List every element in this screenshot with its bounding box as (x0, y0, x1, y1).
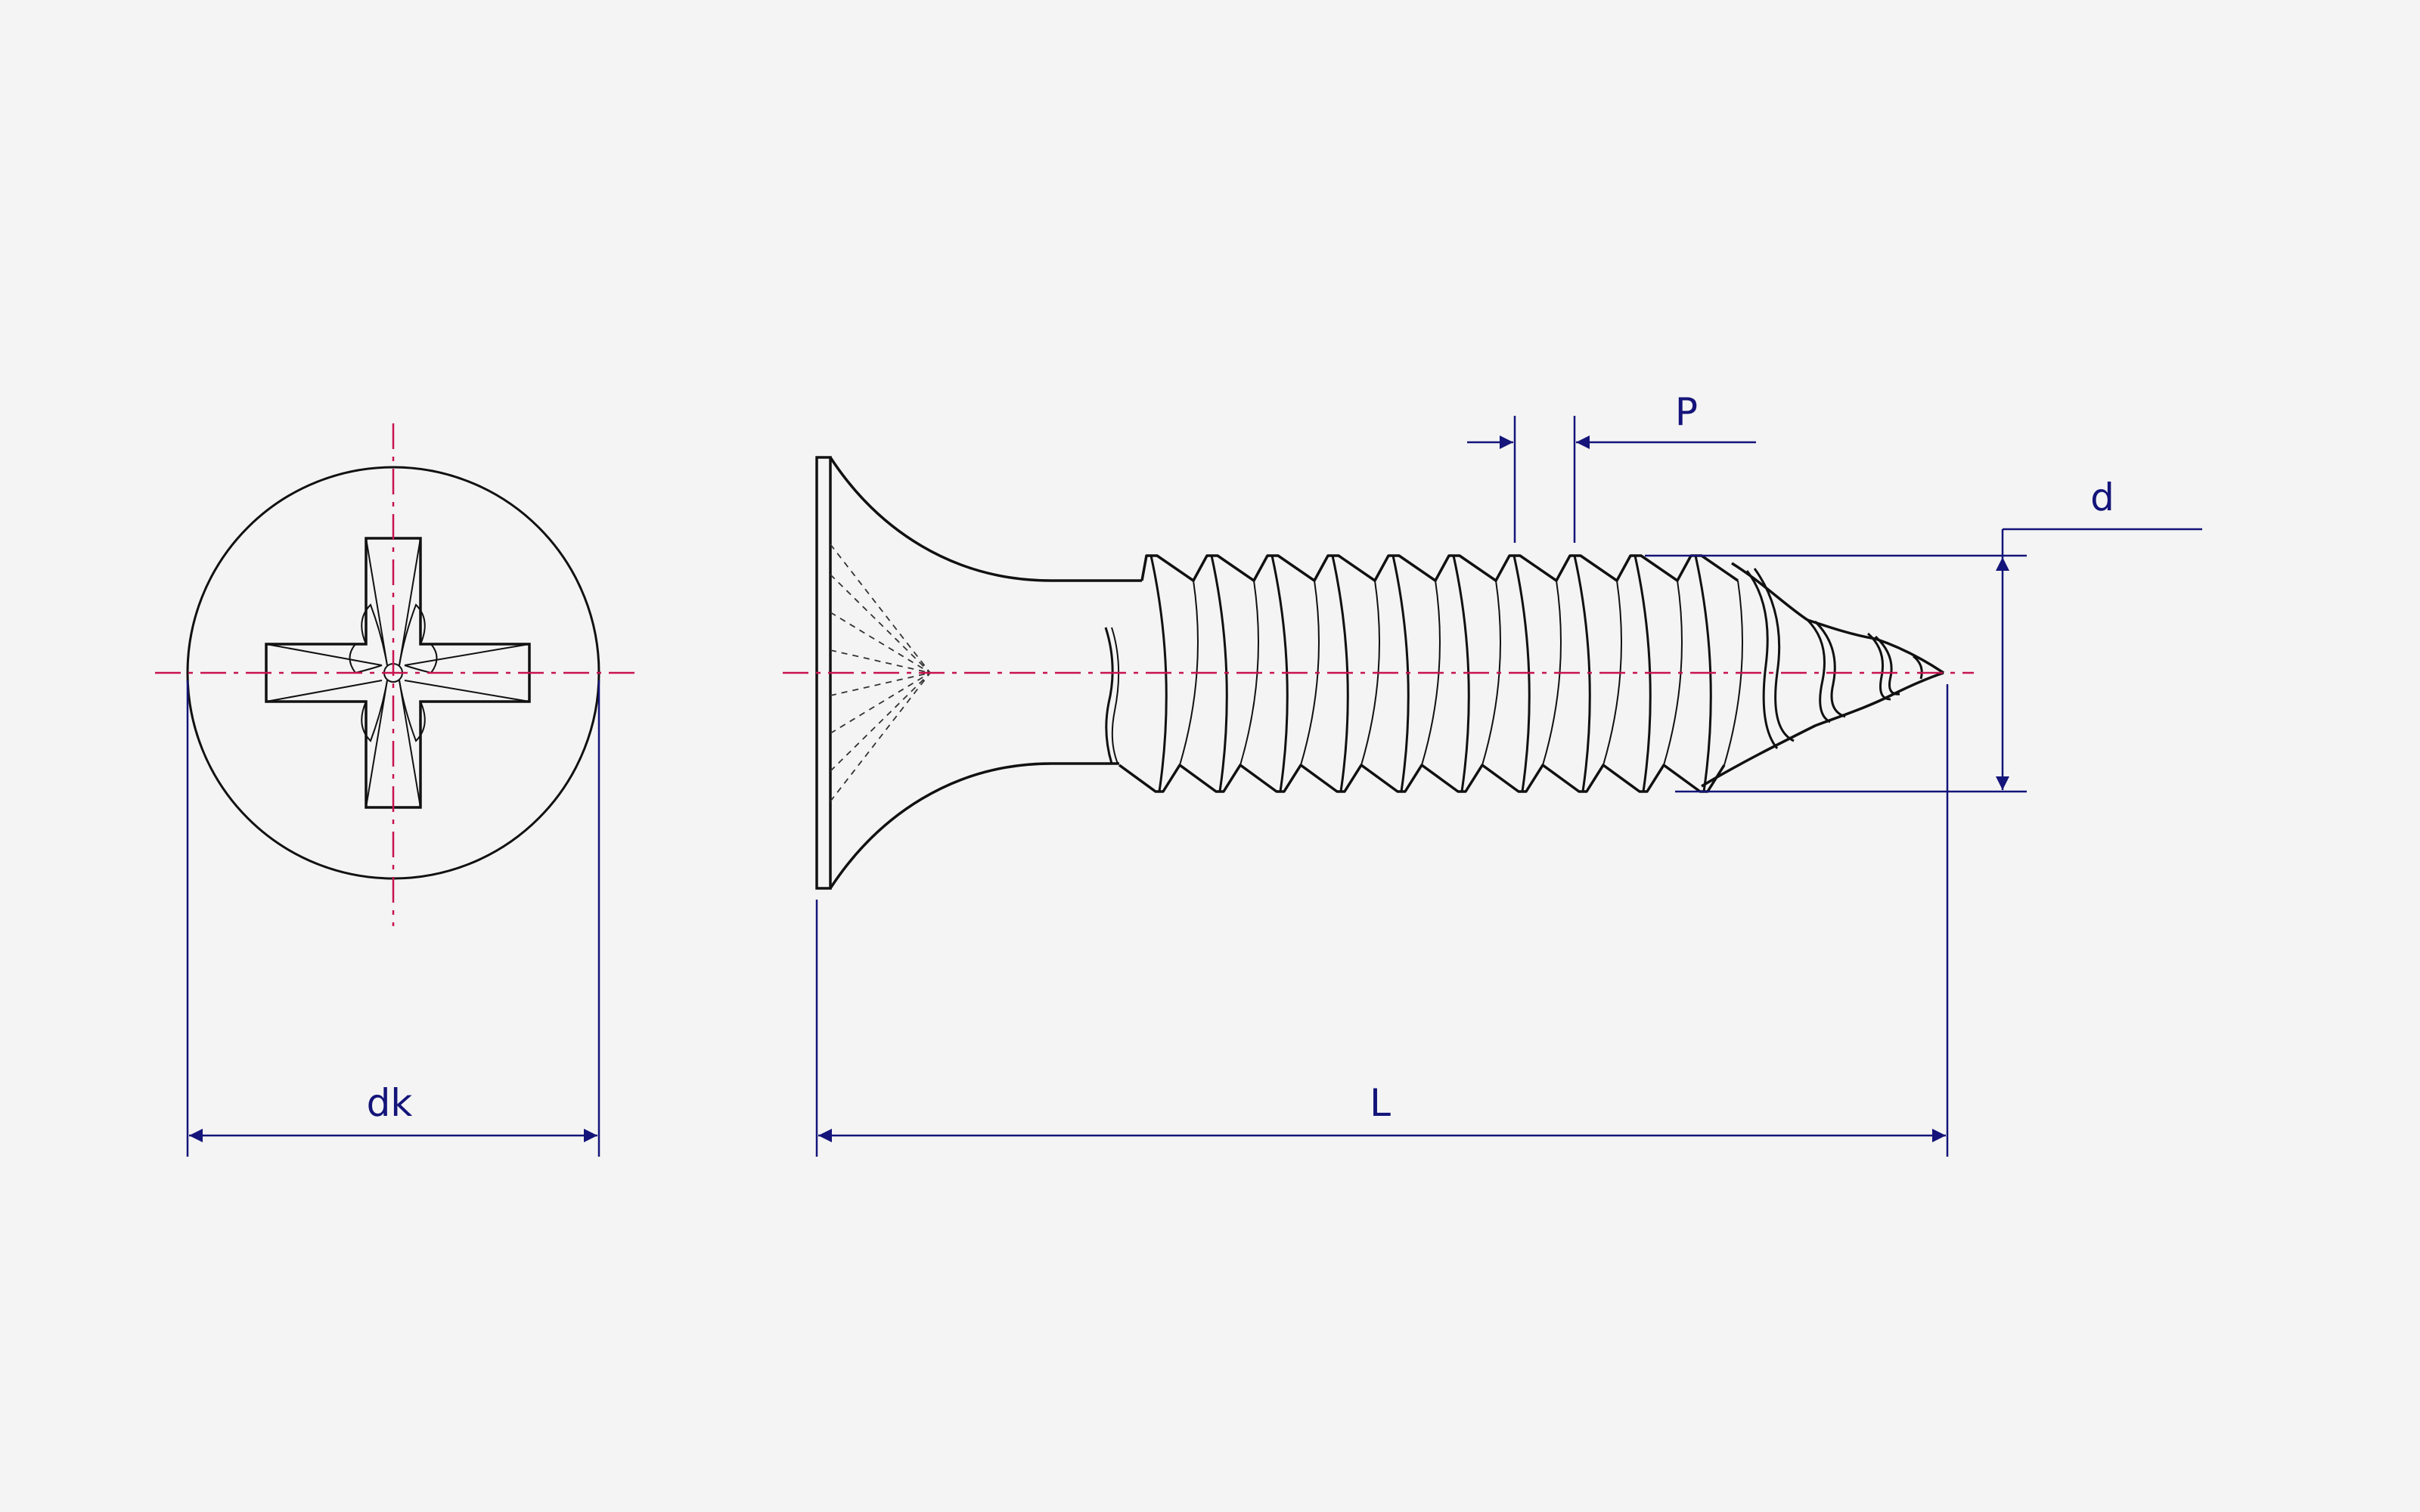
screw-side-view: L P d (783, 390, 2202, 1157)
d-label: d (2090, 476, 2114, 519)
recess-hidden-lines (830, 544, 931, 802)
tip-lower-profile (1701, 671, 1944, 788)
thread-runout-2 (1111, 627, 1120, 764)
P-label: P (1675, 390, 1698, 434)
head-upper-curve (829, 457, 1142, 582)
thread-runout (1104, 627, 1114, 764)
head-top-view: dk (155, 423, 635, 1157)
L-label: L (1370, 1081, 1391, 1125)
phillips-recess-facets (265, 538, 530, 808)
tip-thread-turns (1745, 568, 1923, 749)
head-lower-curve (829, 762, 1119, 889)
tip-upper-profile (1731, 562, 1944, 674)
dk-label: dk (367, 1081, 413, 1125)
